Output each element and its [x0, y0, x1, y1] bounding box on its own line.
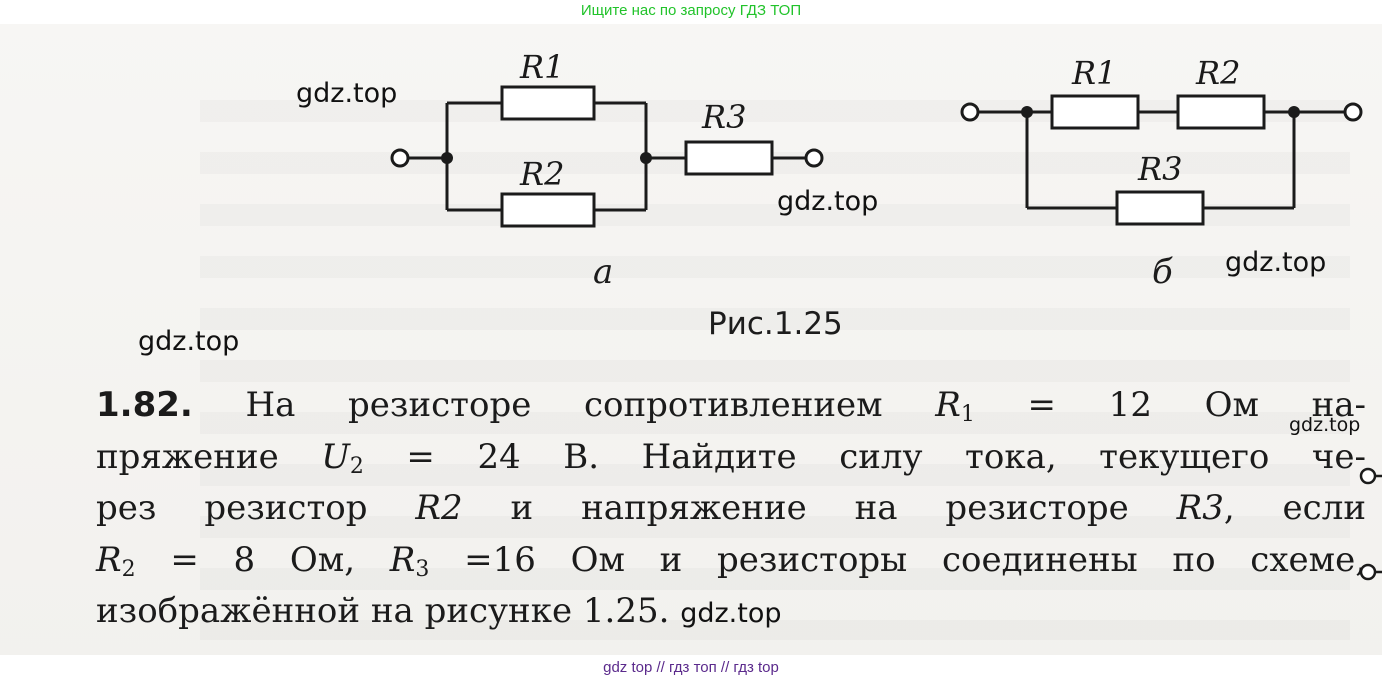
label-b-r2: R2: [1195, 54, 1240, 92]
problem-number: 1.82.: [96, 385, 193, 425]
variable: U: [321, 436, 350, 477]
watermark: gdz.top: [138, 326, 240, 357]
resistor-a-r3: [684, 140, 774, 176]
label-b-r3: R3: [1137, 150, 1182, 188]
variable: R: [96, 539, 122, 580]
figure-caption: Рис.1.25: [708, 306, 843, 342]
problem-line-3: рез резистор R2 и напряжение на резистор…: [96, 483, 1366, 535]
problem-text: 1.82. На резисторе сопротивлением R1 = 1…: [96, 380, 1366, 640]
problem-text-fragment: =16 Ом и резисторы соединены по схеме,: [429, 539, 1366, 580]
variable: R: [935, 385, 961, 425]
junction-b-left: [1021, 106, 1033, 118]
figure-a-label: а: [593, 252, 614, 292]
problem-text-fragment: На резисторе сопротивлением: [192, 385, 936, 425]
bottom-strip: [0, 655, 1382, 683]
terminal-b-right: [1343, 102, 1363, 122]
junction-b-right: [1288, 106, 1300, 118]
watermark: gdz.top: [680, 598, 782, 629]
figure-b-label: б: [1152, 252, 1173, 292]
resistor-b-r1: [1050, 94, 1140, 130]
problem-text-fragment: , если: [1223, 488, 1366, 528]
junction-a-right: [640, 152, 652, 164]
problem-line-1: 1.82. На резисторе сопротивлением R1 = 1…: [96, 380, 1366, 432]
problem-text-fragment: пряжение: [96, 436, 322, 477]
footer-links[interactable]: gdz top // гдз топ // гдз top: [603, 659, 779, 676]
terminal-a-right: [804, 148, 824, 168]
label-b-r1: R1: [1071, 54, 1116, 92]
top-banner[interactable]: Ищите нас по запросу ГДЗ ТОП: [580, 2, 802, 19]
variable: R3: [1176, 488, 1224, 528]
label-a-r2: R2: [519, 155, 564, 193]
subscript: 1: [960, 402, 975, 427]
watermark: gdz.top: [777, 186, 879, 217]
variable: R2: [415, 488, 463, 528]
top-strip: [0, 0, 1382, 24]
subscript: 2: [349, 453, 364, 479]
watermark: gdz.top: [296, 78, 398, 109]
subscript: 2: [121, 556, 136, 582]
subscript: 3: [415, 556, 430, 582]
variable: R: [389, 539, 416, 580]
problem-text-fragment: рез резистор: [96, 488, 416, 528]
bleed-through-texture: [200, 100, 1350, 640]
watermark: gdz.top: [1225, 247, 1327, 278]
problem-text-fragment: = 12 Ом на-: [974, 385, 1366, 425]
problem-text-fragment: изображённой на рисунке 1.25.: [96, 591, 670, 631]
problem-text-fragment: и напряжение на резисторе: [462, 488, 1177, 528]
watermark: gdz.top: [1289, 414, 1361, 436]
problem-line-5: изображённой на рисунке 1.25. gdz.top: [96, 586, 1366, 640]
problem-text-fragment: = 24 В. Найдите силу тока, текущего че-: [363, 436, 1366, 477]
label-a-r1: R1: [519, 48, 564, 86]
junction-a-left: [441, 152, 453, 164]
problem-line-4: R2 = 8 Ом, R3 =16 Ом и резисторы соедине…: [96, 535, 1366, 587]
problem-line-2: пряжение U2 = 24 В. Найдите силу тока, т…: [96, 432, 1366, 484]
label-a-r3: R3: [701, 98, 746, 136]
resistor-b-r3: [1115, 190, 1205, 226]
problem-text-fragment: = 8 Ом,: [135, 539, 390, 580]
